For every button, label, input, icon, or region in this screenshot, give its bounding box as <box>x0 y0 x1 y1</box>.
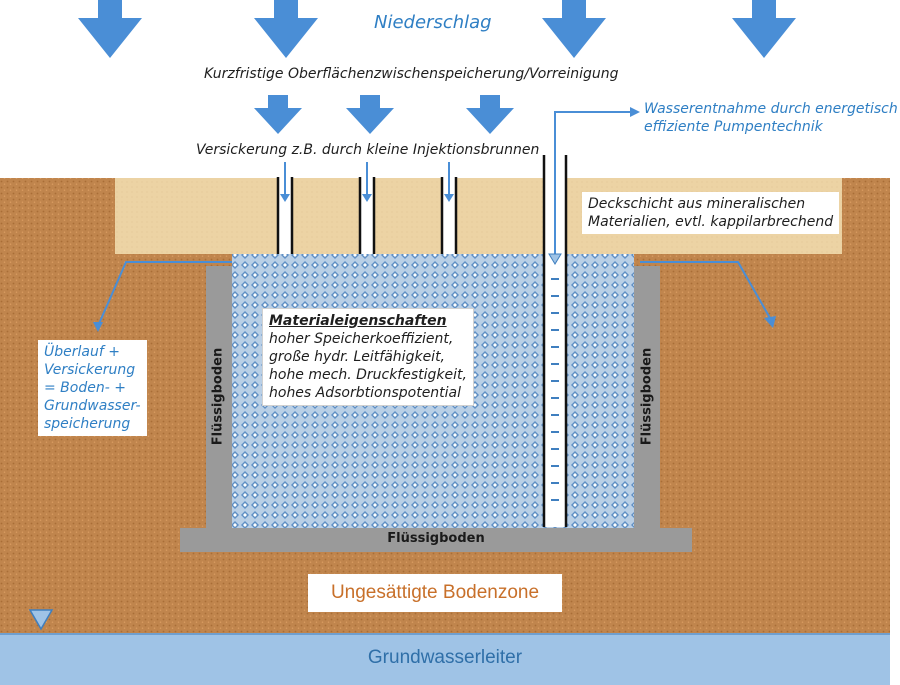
pumping-well <box>542 107 640 527</box>
wall-right-label: Flüssigboden <box>639 347 655 446</box>
wall-left <box>206 266 232 530</box>
cover-layer-label: Deckschicht aus mineralischen Materialie… <box>582 192 840 234</box>
overflow-left <box>97 261 232 327</box>
base-label: Flüssigboden <box>387 531 485 546</box>
aquifer-layer <box>0 634 890 685</box>
overflow-line-2: Versickerung <box>44 362 136 378</box>
wall-left-label: Flüssigboden <box>210 347 226 446</box>
overflow-line-3: = Boden- + <box>44 380 126 396</box>
overflow-line-1: Überlauf + <box>44 344 120 360</box>
material-prop-1: hoher Speicherkoeffizient, <box>269 331 454 347</box>
extraction-line-1: Wasserentnahme durch energetisch <box>644 101 898 117</box>
unsaturated-zone-label: Ungesättigte Bodenzone <box>308 574 562 612</box>
infiltration-label: Versickerung z.B. durch kleine Injektion… <box>196 142 540 158</box>
precipitation-arrows <box>78 0 796 58</box>
injection-wells <box>276 162 458 254</box>
overflow-right <box>640 261 771 319</box>
surface-storage-label: Kurzfristige Oberflächenzwischenspeicher… <box>204 66 619 82</box>
material-prop-2: große hydr. Leitfähigkeit, <box>269 349 446 365</box>
material-prop-3: hohe mech. Druckfestigkeit, <box>269 367 467 383</box>
wall-right <box>634 266 660 530</box>
overflow-label: Überlauf + Versickerung = Boden- + Grund… <box>38 340 147 436</box>
groundwater-level-icon <box>28 609 54 631</box>
material-properties-box: Materialeigenschaften hoher Speicherkoef… <box>262 308 474 406</box>
cover-layer-line-1: Deckschicht aus mineralischen <box>588 196 806 212</box>
material-prop-4: hohes Adsorbtionspotential <box>269 385 462 401</box>
material-properties-title: Materialeigenschaften <box>269 313 447 329</box>
extraction-line-2: effiziente Pumpentechnik <box>644 119 823 135</box>
base-slab <box>180 528 692 552</box>
precipitation-label: Niederschlag <box>374 12 492 33</box>
aquifer-label: Grundwasserleiter <box>367 647 523 668</box>
storage-arrows <box>254 95 514 134</box>
extraction-label: Wasserentnahme durch energetisch effizie… <box>644 100 898 136</box>
cover-layer-line-2: Materialien, evtl. kappilarbrechend <box>588 214 834 230</box>
overflow-line-5: speicherung <box>44 416 131 432</box>
overflow-line-4: Grundwasser- <box>44 398 141 414</box>
